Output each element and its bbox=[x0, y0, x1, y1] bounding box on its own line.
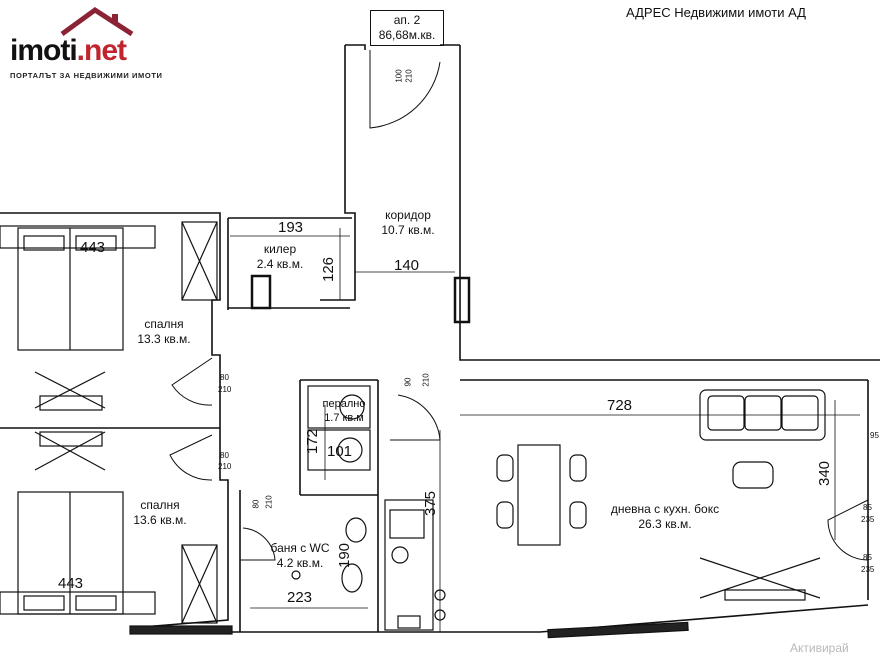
wall-outline-left bbox=[0, 212, 229, 629]
dimension-375: 375 bbox=[422, 490, 440, 517]
sink bbox=[345, 517, 367, 543]
room-bathroom-name: баня с WC bbox=[270, 541, 330, 555]
dimension-101: 101 bbox=[327, 443, 353, 460]
apartment-number: ап. 2 bbox=[393, 13, 421, 27]
logo-suffix: .net bbox=[76, 34, 127, 67]
door-bal2-height: 235 bbox=[861, 565, 875, 574]
wall-entry-top bbox=[345, 44, 366, 50]
wardrobe-bottom bbox=[181, 544, 218, 624]
sofa bbox=[699, 389, 826, 441]
room-bedroom-1: спалня 13.3 кв.м. bbox=[124, 317, 204, 347]
door-entry-height: 210 bbox=[404, 69, 414, 83]
apartment-label: ап. 2 86,68м.кв. bbox=[370, 10, 444, 46]
room-closet-area: 2.4 кв.м. bbox=[256, 257, 304, 271]
coffee-table bbox=[732, 461, 774, 489]
tv-unit bbox=[724, 589, 806, 601]
apartment-area: 86,68м.кв. bbox=[378, 28, 436, 42]
washer bbox=[307, 385, 371, 429]
room-closet-name: килер bbox=[263, 242, 297, 256]
nightstand-bottom bbox=[0, 591, 156, 615]
dimension-443-bottom: 443 bbox=[58, 575, 84, 592]
wardrobe-top bbox=[181, 221, 218, 301]
door-corr-width: 90 bbox=[403, 377, 413, 387]
room-corridor: коридор 10.7 кв.м. bbox=[368, 208, 448, 238]
door-entry-width: 100 bbox=[394, 69, 404, 83]
door-swing-bath bbox=[240, 527, 276, 561]
toilet bbox=[341, 563, 363, 593]
door-bed1-height: 210 bbox=[218, 385, 232, 394]
room-living-name: дневна с кухн. бокс bbox=[610, 502, 720, 516]
dimension-172: 172 bbox=[304, 428, 322, 455]
dimension-190: 190 bbox=[336, 542, 354, 569]
door-bath-height: 210 bbox=[264, 495, 274, 509]
dimension-126: 126 bbox=[320, 256, 338, 283]
dimension-223: 223 bbox=[287, 589, 313, 606]
door-swing-bed1 bbox=[171, 357, 213, 406]
logo-roof bbox=[60, 6, 134, 37]
room-living: дневна с кухн. бокс 26.3 кв.м. bbox=[600, 502, 730, 532]
dimension-728: 728 bbox=[607, 397, 633, 414]
door-swing-corr bbox=[390, 394, 441, 441]
room-corridor-area: 10.7 кв.м. bbox=[381, 223, 435, 237]
door-bed2-height: 210 bbox=[218, 462, 232, 471]
room-bedroom-2: спалня 13.6 кв.м. bbox=[120, 498, 200, 528]
door-swing-bal bbox=[827, 499, 869, 561]
room-living-area: 26.3 кв.м. bbox=[638, 517, 692, 531]
door-bath-width: 80 bbox=[251, 499, 261, 509]
company-name: АДРЕС Недвижими имоти АД bbox=[626, 5, 806, 20]
wall-corridor-left bbox=[320, 45, 356, 301]
room-laundry-area: 1.7 кв.м bbox=[324, 411, 364, 424]
dimension-443-top: 443 bbox=[80, 239, 106, 256]
watermark-text: Активирай bbox=[790, 641, 849, 655]
door-bal2-width: 85 bbox=[863, 553, 872, 562]
room-bedroom-1-name: спалня bbox=[144, 317, 184, 331]
door-swing-bed2 bbox=[169, 434, 213, 481]
nightstand-top bbox=[0, 225, 156, 249]
dimension-340: 340 bbox=[816, 460, 834, 487]
logo-word: imoti bbox=[10, 34, 78, 67]
room-bedroom-1-area: 13.3 кв.м. bbox=[137, 332, 191, 346]
room-bedroom-2-name: спалня bbox=[140, 498, 180, 512]
wall-corridor-right bbox=[459, 45, 880, 361]
door-corr-height: 210 bbox=[421, 373, 431, 387]
logo[interactable]: imoti.net bbox=[10, 34, 127, 67]
room-bathroom-area: 4.2 кв.м. bbox=[276, 556, 324, 570]
door-bed2-width: 80 bbox=[220, 451, 229, 460]
kitchen-counter bbox=[384, 499, 434, 631]
door-bal1-height: 235 bbox=[861, 515, 875, 524]
room-bedroom-2-area: 13.6 кв.м. bbox=[133, 513, 187, 527]
room-laundry: перално 1.7 кв.м bbox=[312, 398, 376, 426]
room-laundry-name: перално bbox=[322, 398, 366, 410]
logo-tagline: ПОРТАЛЪТ ЗА НЕДВИЖИМИ ИМОТИ bbox=[10, 71, 163, 80]
room-corridor-name: коридор bbox=[385, 208, 431, 222]
door-bal1-width: 85 bbox=[863, 503, 872, 512]
door-swing-entry bbox=[369, 50, 441, 129]
dimension-193: 193 bbox=[278, 219, 304, 236]
edge-label: 95 bbox=[870, 431, 879, 440]
dining-table bbox=[517, 444, 561, 546]
door-bed1-width: 80 bbox=[220, 373, 229, 382]
room-closet: килер 2.4 кв.м. bbox=[240, 242, 320, 272]
dimension-140: 140 bbox=[394, 257, 420, 274]
room-bathroom: баня с WC 4.2 кв.м. bbox=[262, 541, 338, 571]
